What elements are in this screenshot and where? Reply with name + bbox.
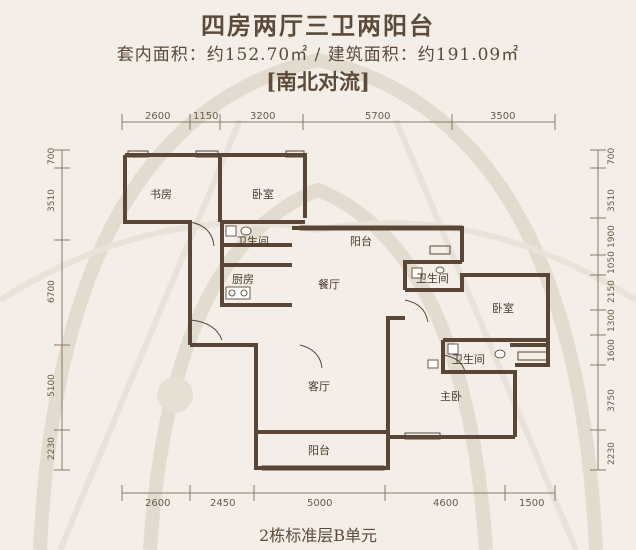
dim-right-9: 2230: [607, 442, 617, 465]
doors: [189, 221, 466, 373]
dim-right-5: 2150: [607, 280, 617, 303]
dim-bottom-5: 1500: [519, 498, 544, 509]
room-balcony-north: 阳台: [350, 234, 372, 248]
dim-top-1: 2600: [145, 111, 170, 122]
fixtures: [225, 225, 506, 369]
dim-left-1: 700: [47, 148, 57, 165]
dim-right-4: 1050: [607, 251, 617, 274]
room-kitchen: 厨房: [232, 273, 254, 286]
ventilation-tag: [南北对流]: [266, 69, 370, 94]
dim-right-6: 1300: [607, 309, 617, 332]
dim-left-3: 6700: [47, 280, 57, 303]
dim-bottom-1: 2600: [145, 498, 170, 509]
room-dining: 餐厅: [318, 277, 340, 291]
walls: [123, 153, 550, 470]
dim-right-7: 1600: [607, 339, 617, 362]
room-bedroom-east: 卧室: [492, 301, 514, 315]
room-balcony-south: 阳台: [308, 443, 330, 457]
dim-left-4: 5100: [47, 374, 57, 397]
room-living: 客厅: [308, 379, 330, 393]
dim-top-5: 3500: [490, 111, 515, 122]
room-bedroom-nw: 卧室: [252, 187, 274, 201]
area-info: 套内面积：约152.70㎡ / 建筑面积：约191.09㎡: [116, 45, 520, 65]
dim-top-4: 5700: [365, 111, 390, 122]
dim-bottom-4: 4600: [433, 498, 458, 509]
dim-right-8: 3750: [607, 389, 617, 412]
dim-bottom-3: 5000: [307, 498, 332, 509]
dim-top-2: 1150: [193, 111, 218, 122]
windows: [127, 150, 549, 471]
room-bath-master: 卫生间: [452, 352, 485, 366]
room-study: 书房: [150, 188, 172, 201]
dim-bottom-2: 2450: [210, 498, 235, 509]
room-master: 主卧: [440, 390, 462, 403]
dim-left-2: 3510: [47, 189, 57, 212]
dim-right-2: 3510: [607, 189, 617, 212]
dimension-lines: [54, 114, 606, 501]
unit-caption: 2栋标准层B单元: [259, 526, 377, 545]
dim-top-3: 3200: [250, 111, 275, 122]
plan-title: 四房两厅三卫两阳台: [201, 11, 435, 40]
dim-right-1: 700: [607, 148, 617, 165]
room-bath-1: 卫生间: [236, 234, 269, 248]
dim-left-5: 2230: [47, 437, 57, 460]
room-bath-2: 卫生间: [416, 271, 449, 285]
dim-right-3: 1900: [607, 225, 617, 248]
